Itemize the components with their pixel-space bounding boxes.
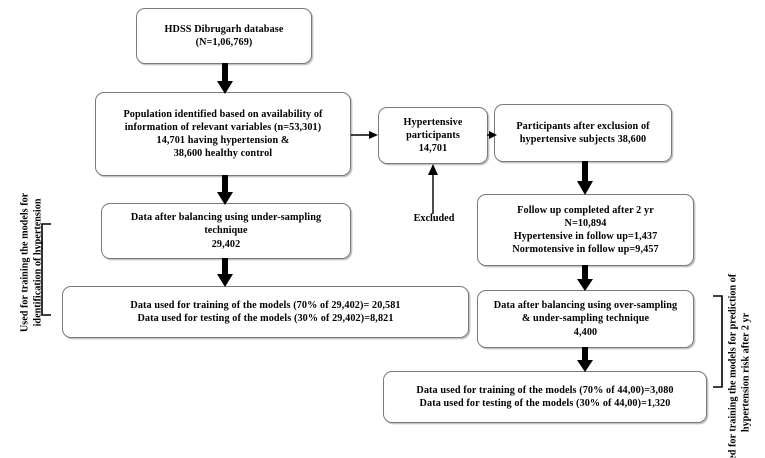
node-train-test-right: Data used for training of the models (70… — [383, 371, 707, 423]
node-population-identified: Population identified based on availabil… — [95, 92, 351, 176]
side-label-left: Used for training the models for identif… — [19, 192, 44, 333]
side-label-right: Used for training the models for predict… — [727, 273, 752, 458]
node-follow-up-text: Follow up completed after 2 yr N=10,894 … — [512, 204, 659, 256]
node-follow-up: Follow up completed after 2 yr N=10,894 … — [477, 194, 694, 266]
node-population-identified-text: Population identified based on availabil… — [123, 108, 323, 160]
node-train-test-left-text: Data used for training of the models (70… — [130, 299, 401, 324]
node-participants-after-exclusion: Participants after exclusion of hyperten… — [494, 104, 672, 162]
node-balancing-under-sampling-text: Data after balancing using under-samplin… — [130, 212, 322, 250]
caption-excluded: Excluded — [413, 213, 455, 224]
node-train-test-right-text: Data used for training of the models (70… — [416, 384, 674, 409]
node-hdss-database: HDSS Dibrugarh database (N=1,06,769) — [136, 8, 312, 64]
node-balancing-under-sampling: Data after balancing using under-samplin… — [101, 203, 351, 259]
arrow-hdss-to-population — [216, 63, 234, 94]
arrow-balancing-to-train-test-right — [576, 347, 594, 372]
node-participants-after-exclusion-text: Participants after exclusion of hyperten… — [516, 120, 650, 145]
arrow-balancing-to-train-test-left — [216, 258, 234, 287]
node-balancing-over-under-sampling: Data after balancing using over-sampling… — [477, 290, 694, 348]
node-balancing-over-under-sampling-text: Data after balancing using over-sampling… — [493, 300, 678, 338]
node-train-test-left: Data used for training of the models (70… — [62, 286, 469, 338]
arrow-hypertensive-to-exclusion — [487, 128, 497, 142]
bracket-left — [40, 223, 52, 316]
arrow-follow-up-to-balancing — [576, 265, 594, 291]
arrow-excluded-to-hypertensive — [426, 164, 440, 214]
arrow-exclusion-to-follow-up — [576, 161, 594, 195]
node-hypertensive-participants: Hypertensive participants 14,701 — [378, 107, 488, 164]
node-hypertensive-participants-text: Hypertensive participants 14,701 — [403, 116, 463, 155]
bracket-right — [712, 295, 724, 388]
arrow-population-to-balancing — [216, 175, 234, 205]
node-hdss-database-text: HDSS Dibrugarh database (N=1,06,769) — [164, 23, 284, 48]
arrow-population-to-hypertensive — [351, 128, 379, 142]
